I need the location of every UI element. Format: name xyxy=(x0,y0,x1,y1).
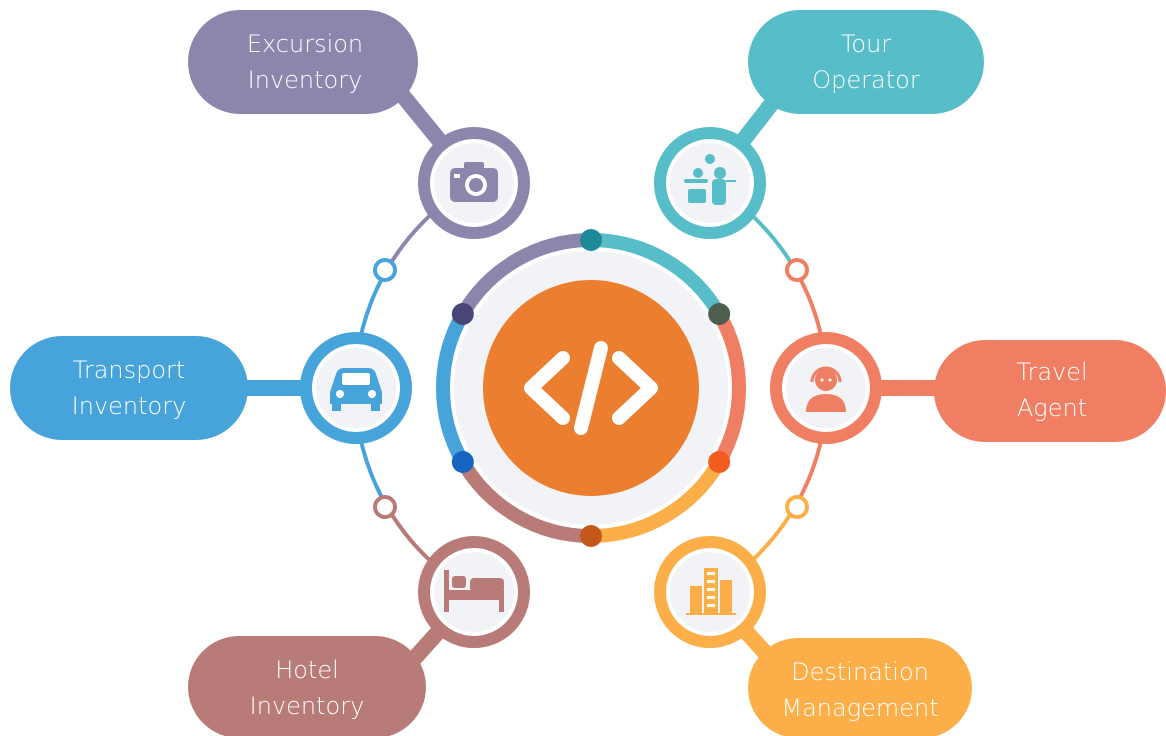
transport-icon-node xyxy=(300,332,412,444)
ring-marker xyxy=(785,258,809,282)
hub-ring-dots xyxy=(451,229,731,547)
tour-operator-people-icon xyxy=(684,154,736,205)
hub-ring-segment xyxy=(456,233,592,318)
destination-label-line2: Management xyxy=(781,694,938,722)
hub-ring-segment xyxy=(713,310,746,466)
node-icon-circles xyxy=(300,127,882,648)
tour-label-line1: Tour xyxy=(841,30,891,58)
tour-pill-bg xyxy=(748,10,984,114)
ring-marker xyxy=(373,258,397,282)
destination-icon-node xyxy=(654,536,766,648)
hotel-icon-node xyxy=(418,536,530,648)
travel-label-line2: Agent xyxy=(1017,394,1087,422)
car-icon xyxy=(330,368,382,411)
travel-icon-node xyxy=(770,332,882,444)
hub-colored-ring xyxy=(436,233,746,543)
tour-icon-node xyxy=(654,127,766,239)
excursion-icon-node xyxy=(418,127,530,239)
hotel-label-line2: Inventory xyxy=(250,692,365,720)
code-brackets-icon xyxy=(524,341,658,435)
excursion-label-line2: Inventory xyxy=(248,66,363,94)
travel-pill-bg xyxy=(934,340,1166,442)
transport-label-line2: Inventory xyxy=(72,392,187,420)
outer-ring-markers xyxy=(373,258,809,519)
bed-icon xyxy=(444,570,504,612)
central-hub xyxy=(436,229,746,547)
hub-ring-segment xyxy=(590,233,726,318)
hub-ring-dot xyxy=(451,451,474,473)
travel-label-line1: Travel xyxy=(1016,358,1087,386)
ring-marker xyxy=(785,495,809,519)
hub-ring-segment xyxy=(436,310,469,466)
hub-ring-dot xyxy=(708,303,731,325)
destination-pill-bg xyxy=(748,638,972,736)
excursion-pill-bg xyxy=(188,10,418,114)
node-pills: ExcursionInventoryTourOperatorTransportI… xyxy=(10,10,1166,736)
excursion-label-line1: Excursion xyxy=(247,30,363,58)
hub-ring-dot xyxy=(580,525,602,547)
headset-agent-icon xyxy=(806,366,846,412)
transport-label-line1: Transport xyxy=(73,356,186,384)
ring-marker xyxy=(373,495,397,519)
hub-ring-dot xyxy=(451,303,474,325)
hub-ring-segment xyxy=(590,458,726,543)
transport-pill-bg xyxy=(10,336,248,440)
hub-ring-dot xyxy=(708,451,731,473)
hotel-pill-bg xyxy=(188,636,426,736)
hotel-label-line1: Hotel xyxy=(275,656,339,684)
destination-label-line1: Destination xyxy=(791,658,929,686)
hub-ring-dot xyxy=(580,229,602,251)
hub-ring-segment xyxy=(456,458,592,543)
camera-icon xyxy=(450,162,498,202)
city-buildings-icon xyxy=(686,568,736,615)
tour-label-line2: Operator xyxy=(812,66,920,94)
